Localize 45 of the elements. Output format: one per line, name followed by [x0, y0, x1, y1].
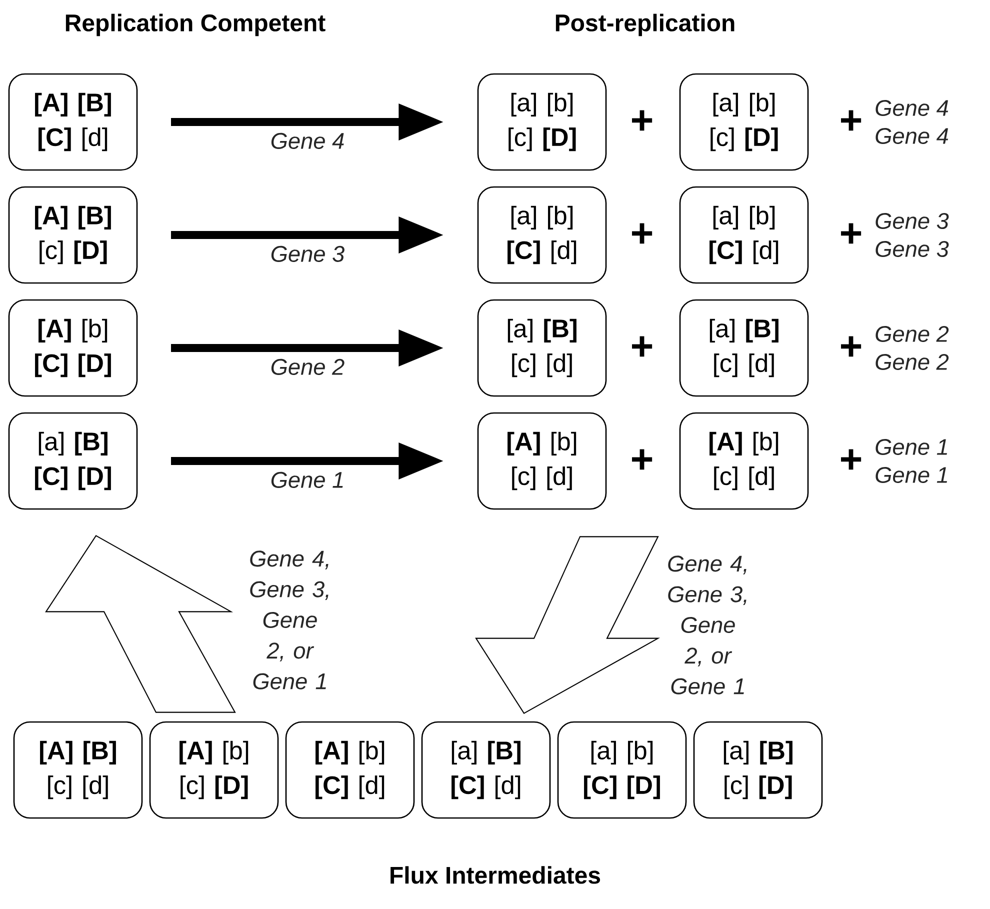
heading: Post-replication — [556, 14, 734, 36]
genotype-box: [a] [B] [C] [D] — [8, 412, 138, 510]
plus-sign: + — [841, 449, 862, 470]
gene-label: Gene 4 — [876, 100, 948, 116]
genotype-box: [a] [B] [C] [d] — [421, 721, 551, 819]
plus-sign: + — [841, 110, 862, 131]
gene-label: Gene 2 — [876, 326, 949, 342]
plus-sign: + — [632, 449, 652, 470]
edge-label: Gene 4 — [269, 132, 346, 150]
genotype-box: [a] [B] [c] [d] — [679, 299, 809, 397]
genotype-box: [A] [b] [C] [d] — [285, 721, 415, 819]
plus-sign: + — [841, 223, 862, 244]
edge-label: Gene 2 — [269, 358, 346, 376]
block-arrow — [45, 534, 236, 713]
block-arrow — [475, 536, 660, 714]
genotype-box: [a] [B] [c] [D] — [693, 721, 823, 819]
plus-sign: + — [841, 336, 862, 357]
edge-label: Gene 1 — [269, 470, 346, 490]
genotype-box: [A] [B] [c] [d] — [13, 721, 143, 819]
genotype-box: [A] [b] [c] [d] — [679, 412, 809, 510]
genotype-box: [A] [b] [C] [D] — [8, 299, 138, 397]
genotype-box: [A] [b] [c] [d] — [477, 412, 607, 510]
gene-label: Gene 2 — [876, 354, 949, 370]
genotype-box: [A] [B] [C] [d] — [8, 73, 138, 171]
edge-label: Gene 4, Gene 3, Gene 2, or Gene 1 — [250, 550, 328, 690]
plus-sign: + — [632, 110, 652, 131]
gene-label: Gene 1 — [876, 438, 947, 456]
plus-sign: + — [632, 223, 652, 244]
heading: Replication Competent — [66, 14, 326, 36]
genotype-box: [a] [b] [C] [d] — [477, 186, 607, 284]
heading: Flux Intermediates — [390, 866, 600, 884]
genotype-box: [a] [B] [c] [d] — [477, 299, 607, 397]
edge-label: Gene 3 — [269, 244, 346, 264]
gene-label: Gene 3 — [876, 240, 949, 258]
genotype-box: [A] [B] [c] [D] — [8, 186, 138, 284]
genotype-box: [a] [b] [c] [D] — [679, 73, 809, 171]
gene-label: Gene 1 — [876, 466, 947, 484]
plus-sign: + — [632, 336, 652, 357]
genotype-box: [a] [b] [C] [D] — [557, 721, 687, 819]
edge-label: Gene 4, Gene 3, Gene 2, or Gene 1 — [668, 556, 746, 694]
gene-label: Gene 3 — [876, 212, 949, 230]
genotype-box: [a] [b] [c] [D] — [477, 73, 607, 171]
genotype-box: [A] [b] [c] [D] — [149, 721, 279, 819]
genotype-box: [a] [b] [C] [d] — [679, 186, 809, 284]
gene-label: Gene 4 — [876, 128, 948, 144]
